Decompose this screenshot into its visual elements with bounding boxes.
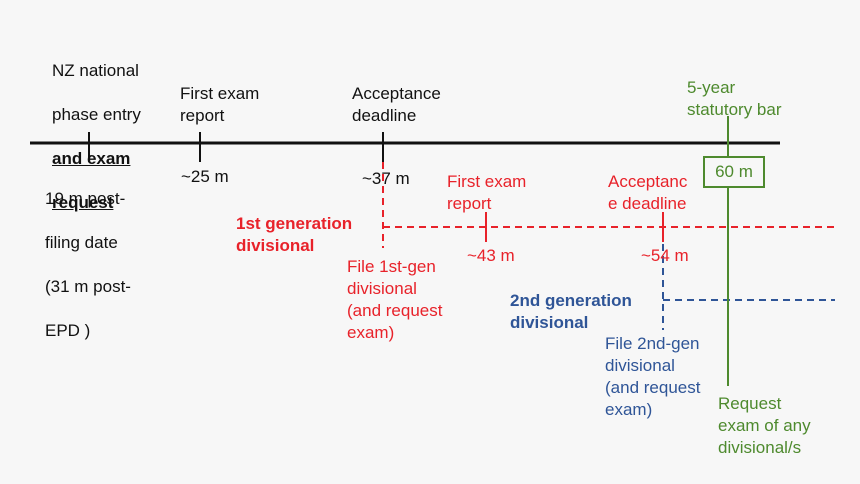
entry-time-line2: filing date xyxy=(45,233,118,252)
gen2-title: 2nd generation divisional xyxy=(510,291,632,332)
entry-time-line3: (31 m post- xyxy=(45,277,131,296)
entry-label-line1: NZ national xyxy=(52,61,139,80)
entry-label: NZ national phase entry and exam request xyxy=(52,38,141,236)
entry-time-line4: EPD ) xyxy=(45,321,91,340)
gen1-first-exam-time: ~43 m xyxy=(467,246,515,265)
acceptance-label: Acceptance deadline xyxy=(352,84,441,125)
gen1-title: 1st generation divisional xyxy=(236,214,353,255)
acceptance-time: ~37 m xyxy=(362,169,410,188)
entry-label-line2: phase entry xyxy=(52,105,141,124)
first-exam-label: First exam report xyxy=(180,84,260,125)
gen2-file-note: File 2nd-gen divisional (and request exa… xyxy=(605,334,701,419)
first-exam-time: ~25 m xyxy=(181,167,229,186)
gen1-acceptance-label: Acceptanc e deadline xyxy=(608,172,688,213)
gen1-acceptance-time: ~54 m xyxy=(641,246,689,265)
gen1-first-exam-label: First exam report xyxy=(447,172,527,213)
entry-label-line3: and exam xyxy=(52,149,131,168)
entry-time: 19 m post- filing date (31 m post- EPD ) xyxy=(45,166,131,364)
statutory-bar-label: 5-year statutory bar xyxy=(687,78,782,119)
statutory-bar-note: Request exam of any divisional/s xyxy=(718,394,811,457)
gen1-file-note: File 1st-gen divisional (and request exa… xyxy=(347,257,443,342)
entry-label-line4: request xyxy=(52,193,114,212)
entry-time-line1: 19 m post- xyxy=(45,189,126,208)
statutory-bar-box: 60 m xyxy=(703,156,765,188)
